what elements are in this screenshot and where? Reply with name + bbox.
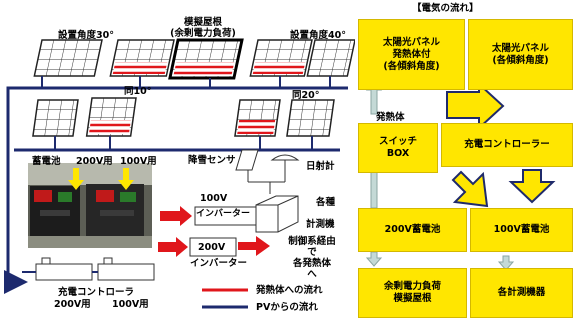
- battery-photo: [28, 163, 152, 248]
- angle-30-label: 設置角度30°: [58, 30, 114, 41]
- arrow-to-charge-controller: [446, 81, 505, 131]
- heat-element-label: 発熱体: [376, 112, 405, 123]
- battery-100-label: 100V用: [120, 156, 157, 167]
- box-charge-controller: 充電コントローラー: [441, 123, 573, 167]
- instruments-label-1: 各種: [316, 197, 336, 208]
- model-roof-icon: [168, 38, 244, 80]
- box-pv: 太陽光パネル (各傾斜角度): [468, 19, 573, 90]
- battery-label: 蓄電池: [32, 156, 61, 167]
- battery-200-label: 200V用: [76, 156, 113, 167]
- arrow-battery-to-surplus: [365, 251, 383, 267]
- panel-row-middle: [32, 97, 335, 137]
- solar-panel-heat-icon: [234, 99, 281, 137]
- inverter-200-label-volt: 200V: [198, 242, 226, 253]
- inverter-100-label-volt: 100V: [200, 193, 228, 204]
- box-battery-100v: 100V蓄電池: [470, 208, 573, 252]
- instruments-label-2: 計測機: [306, 219, 335, 230]
- snow-sensor-icon: [235, 149, 268, 183]
- inverter-200v-icon: [189, 237, 237, 257]
- angle-20-label: 同20°: [292, 90, 320, 101]
- solar-panel-icon: [306, 39, 355, 77]
- charge-controller-100v-icon: [97, 257, 155, 281]
- box-instruments: 各計測機器: [470, 268, 573, 318]
- control-route-label: 制御系経由 で 各発熱体 へ: [288, 236, 336, 280]
- charge-controller-200v-icon: [35, 257, 93, 281]
- inverter-200-label-name: インバーター: [190, 258, 248, 269]
- angle-40-label: 設置角度40°: [290, 30, 346, 41]
- battery-arrows: [68, 168, 134, 190]
- model-roof-label: 模擬屋根 (余剰電力負荷): [170, 17, 236, 39]
- sunshine-meter-label: 日射計: [306, 161, 335, 172]
- solar-panel-icon: [286, 99, 335, 137]
- box-switch: スイッチ BOX: [358, 123, 438, 173]
- charge-controller-100-label: 100V用: [112, 299, 149, 310]
- measurement-box-icon: [255, 195, 299, 233]
- flow-title: 【電気の流れ】: [412, 3, 479, 14]
- solar-panel-heat-icon: [109, 39, 175, 77]
- system-diagram: [4, 38, 355, 309]
- solar-panel-icon: [33, 39, 103, 77]
- solar-panel-heat-icon: [85, 97, 137, 137]
- panel-row-top: [33, 38, 355, 80]
- flow-arrows: [365, 81, 556, 271]
- legend-heat-label: 発熱体への流れ: [256, 285, 323, 296]
- solar-panel-icon: [32, 99, 79, 137]
- arrow-to-200v-battery: [451, 170, 489, 208]
- pv-flow-lines: [4, 86, 348, 294]
- charge-controller-label: 充電コントローラ: [58, 287, 135, 298]
- box-surplus-load: 余剰電力負荷 模擬屋根: [358, 268, 467, 318]
- inverter-100-label-name: インバーター: [196, 209, 251, 219]
- heat-flow-arrows: [158, 206, 270, 257]
- solar-panel-heat-icon: [249, 39, 313, 77]
- legend-pv-label: PVからの流れ: [256, 302, 318, 313]
- sunshine-meter-icon: [268, 154, 300, 194]
- arrow-battery-to-instruments: [497, 255, 515, 271]
- arrow-to-100v-battery: [508, 169, 556, 204]
- box-pv-heat: 太陽光パネル 発熱体付 (各傾斜角度): [358, 19, 465, 90]
- angle-10-label: 同10°: [124, 86, 152, 97]
- snow-sensor-label: 降雪センサ: [188, 155, 236, 166]
- box-battery-200v: 200V蓄電池: [358, 208, 467, 252]
- charge-controller-200-label: 200V用: [54, 299, 91, 310]
